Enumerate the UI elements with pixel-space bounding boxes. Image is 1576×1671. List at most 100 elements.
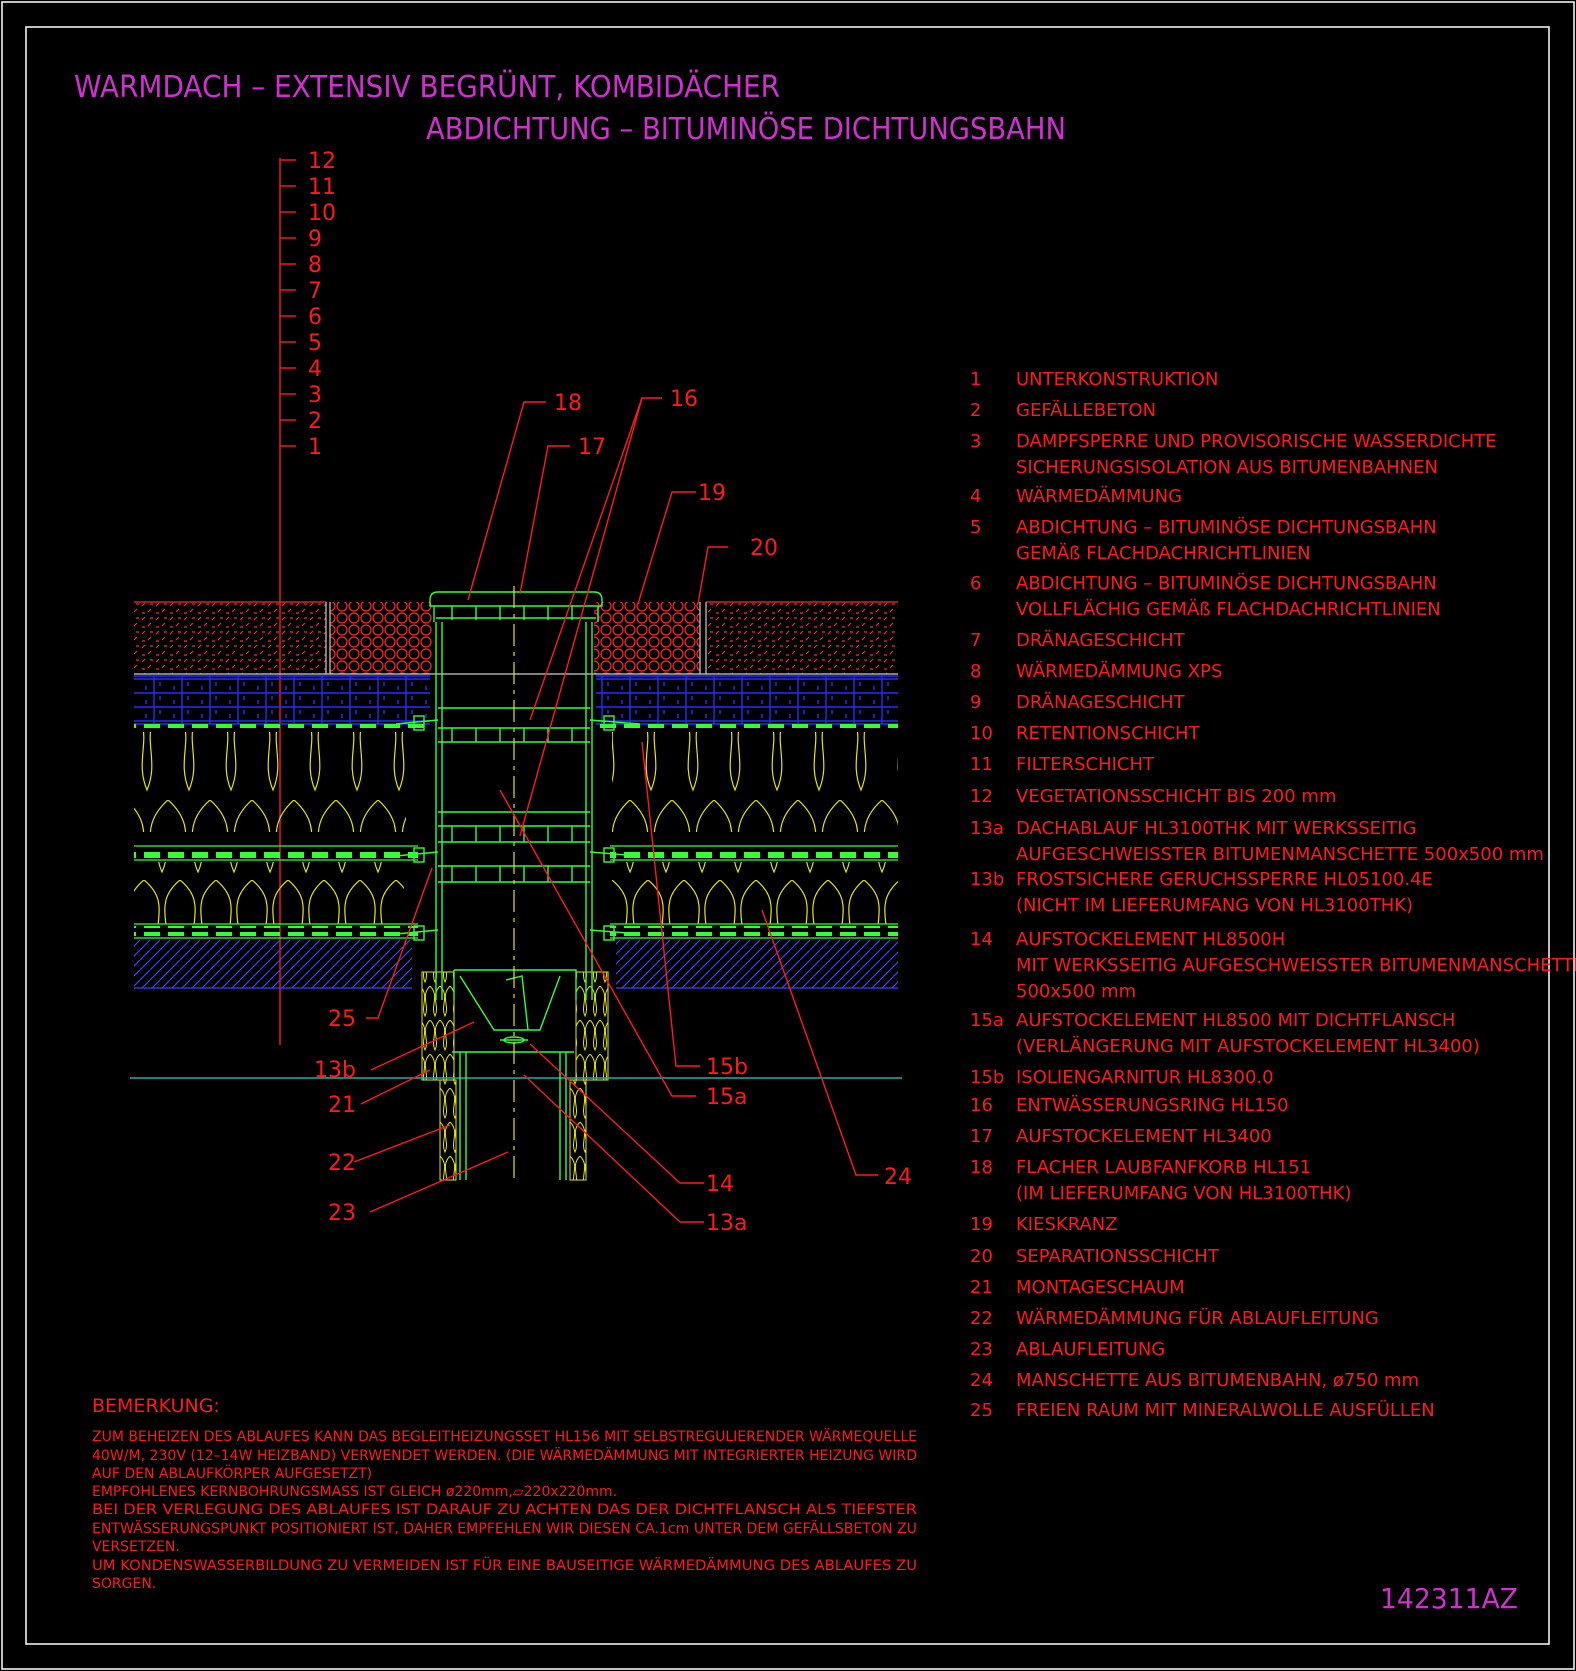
- scale-label-11: 11: [308, 175, 336, 200]
- legend-text-20: SEPARATIONSSCHICHT: [1016, 1246, 1220, 1267]
- remark-line: ZUM BEHEIZEN DES ABLAUFES KANN DAS BEGLE…: [92, 1427, 917, 1445]
- legend-num-15a: 15a: [970, 1010, 1004, 1031]
- thermal-insulation-upper-right: [612, 732, 898, 832]
- legend-num-16: 16: [970, 1095, 993, 1116]
- scale-label-12: 12: [308, 149, 336, 174]
- callouts: 18 17 16 19 20 25 13b 21 22 23 15b 15a 1…: [314, 387, 912, 1236]
- vapour-barrier-left: [134, 926, 418, 936]
- legend-text-18: (IM LIEFERUMFANG VON HL3100THK): [1016, 1183, 1351, 1204]
- gravel-ring-right: [594, 602, 700, 674]
- callout-13a: 13a: [706, 1211, 747, 1236]
- scale-label-9: 9: [308, 227, 322, 252]
- scale-label-10: 10: [308, 201, 336, 226]
- scale-label-3: 3: [308, 383, 322, 408]
- legend-text-15a: (VERLÄNGERUNG MIT AUFSTOCKELEMENT HL3400…: [1016, 1036, 1480, 1057]
- legend-num-24: 24: [970, 1370, 993, 1391]
- legend-num-21: 21: [970, 1277, 993, 1298]
- leader-lines: [353, 397, 878, 1223]
- legend-num-19: 19: [970, 1214, 993, 1235]
- callout-14: 14: [706, 1172, 734, 1197]
- membrane-upper-right: [596, 724, 898, 730]
- callout-16: 16: [670, 387, 698, 412]
- legend-num-15b: 15b: [970, 1067, 1004, 1088]
- callout-15a: 15a: [706, 1085, 747, 1110]
- callout-18: 18: [554, 391, 582, 416]
- remark-line: VERSETZEN.: [92, 1539, 180, 1555]
- thermal-insulation-upper-left: [134, 732, 406, 832]
- legend-text-1: UNTERKONSTRUKTION: [1016, 369, 1218, 390]
- legend-text-2: GEFÄLLEBETON: [1016, 400, 1156, 421]
- legend-text-12: VEGETATIONSSCHICHT BIS 200 mm: [1016, 786, 1337, 807]
- membrane-upper-left: [134, 724, 430, 730]
- legend-num-13b: 13b: [970, 869, 1004, 890]
- legend-text-14: MIT WERKSSEITIG AUFGESCHWEISSTER BITUMEN…: [1016, 955, 1576, 976]
- remark-line: EMPFOHLENES KERNBOHRUNGSMASS IST GLEICH …: [92, 1484, 617, 1500]
- title-line-1: WARMDACH – EXTENSIV BEGRÜNT, KOMBIDÄCHER: [74, 69, 780, 105]
- sloped-concrete-right: [616, 940, 898, 988]
- scale-label-5: 5: [308, 331, 322, 356]
- legend-num-20: 20: [970, 1246, 993, 1267]
- remark-line: AUF DEN ABLAUFKÖRPER AUFGESETZT): [92, 1464, 372, 1482]
- legend-num-10: 10: [970, 723, 993, 744]
- legend-text-6: VOLLFLÄCHIG GEMÄß FLACHDACHRICHTLINIEN: [1016, 599, 1441, 620]
- legend-num-18: 18: [970, 1157, 993, 1178]
- legend-num-11: 11: [970, 754, 993, 775]
- pipe-insulation-left: [421, 971, 455, 1081]
- callout-23: 23: [328, 1201, 356, 1226]
- legend-num-4: 4: [970, 486, 981, 507]
- legend-num-25: 25: [970, 1400, 993, 1421]
- legend-text-21: MONTAGESCHAUM: [1016, 1277, 1185, 1298]
- legend-text-15b: ISOLIENGARNITUR HL8300.0: [1016, 1067, 1274, 1088]
- legend-num-22: 22: [970, 1308, 993, 1329]
- callout-20: 20: [750, 536, 778, 561]
- legend-text-5: ABDICHTUNG – BITUMINÖSE DICHTUNGSBAHN: [1016, 516, 1437, 538]
- legend-text-3: DAMPFSPERRE UND PROVISORISCHE WASSERDICH…: [1016, 431, 1497, 452]
- scale-label-2: 2: [308, 409, 322, 434]
- legend-num-3: 3: [970, 431, 981, 452]
- callout-22: 22: [328, 1151, 356, 1176]
- legend-num-7: 7: [970, 630, 981, 651]
- legend-num-12: 12: [970, 786, 993, 807]
- callout-13b: 13b: [314, 1058, 356, 1083]
- legend-text-14: AUFSTOCKELEMENT HL8500H: [1016, 929, 1285, 950]
- legend-num-2: 2: [970, 400, 981, 421]
- legend-num-9: 9: [970, 692, 981, 713]
- thermal-insulation-lower-left: [134, 862, 404, 924]
- roof-section: [130, 586, 902, 1181]
- legend-text-13a: DACHABLAUF HL3100THK MIT WERKSSEITIG: [1016, 818, 1417, 839]
- legend-text-6: ABDICHTUNG – BITUMINÖSE DICHTUNGSBAHN: [1016, 572, 1437, 594]
- legend-text-5: GEMÄß FLACHDACHRICHTLINIEN: [1016, 543, 1311, 564]
- callout-24: 24: [884, 1165, 912, 1190]
- drawing-number: 142311AZ: [1380, 1582, 1518, 1615]
- scale-label-8: 8: [308, 253, 322, 278]
- legend-text-25: FREIEN RAUM MIT MINERALWOLLE AUSFÜLLEN: [1016, 1399, 1435, 1421]
- legend-text-13a: AUFGESCHWEISSTER BITUMENMANSCHETTE 500x5…: [1016, 844, 1544, 865]
- callout-21: 21: [328, 1093, 356, 1118]
- legend-text-14: 500x500 mm: [1016, 981, 1136, 1002]
- callout-15b: 15b: [706, 1055, 748, 1080]
- legend-text-4: WÄRMEDÄMMUNG: [1016, 486, 1182, 507]
- remark-block: BEMERKUNG: ZUM BEHEIZEN DES ABLAUFES KAN…: [92, 1395, 917, 1592]
- title-line-2: ABDICHTUNG – BITUMINÖSE DICHTUNGSBAHN: [426, 111, 1066, 147]
- remark-line: BEI DER VERLEGUNG DES ABLAUFES IST DARAU…: [92, 1502, 917, 1518]
- legend-text-8: WÄRMEDÄMMUNG XPS: [1016, 661, 1222, 682]
- legend-text-11: FILTERSCHICHT: [1016, 754, 1155, 775]
- legend-text-17: AUFSTOCKELEMENT HL3400: [1016, 1126, 1272, 1147]
- gravel-ring-left: [330, 602, 432, 674]
- callout-19: 19: [698, 481, 726, 506]
- legend-text-18: FLACHER LAUBFANFKORB HL151: [1016, 1157, 1311, 1178]
- remark-line: SORGEN.: [92, 1576, 156, 1592]
- legend-num-13a: 13a: [970, 818, 1004, 839]
- vegetation-layer-right: [706, 602, 898, 674]
- xps-insulation-right: [596, 676, 898, 724]
- remark-line: 40W/M, 230V (12–14W HEIZBAND) VERWENDET …: [92, 1446, 917, 1464]
- scale-label-7: 7: [308, 279, 322, 304]
- legend-text-7: DRÄNAGESCHICHT: [1016, 630, 1186, 651]
- legend-text-16: ENTWÄSSERUNGSRING HL150: [1016, 1095, 1289, 1116]
- remark-heading: BEMERKUNG:: [92, 1395, 220, 1417]
- scale-label-4: 4: [308, 357, 322, 382]
- legend-text-13b: FROSTSICHERE GERUCHSSPERRE HL05100.4E: [1016, 869, 1433, 890]
